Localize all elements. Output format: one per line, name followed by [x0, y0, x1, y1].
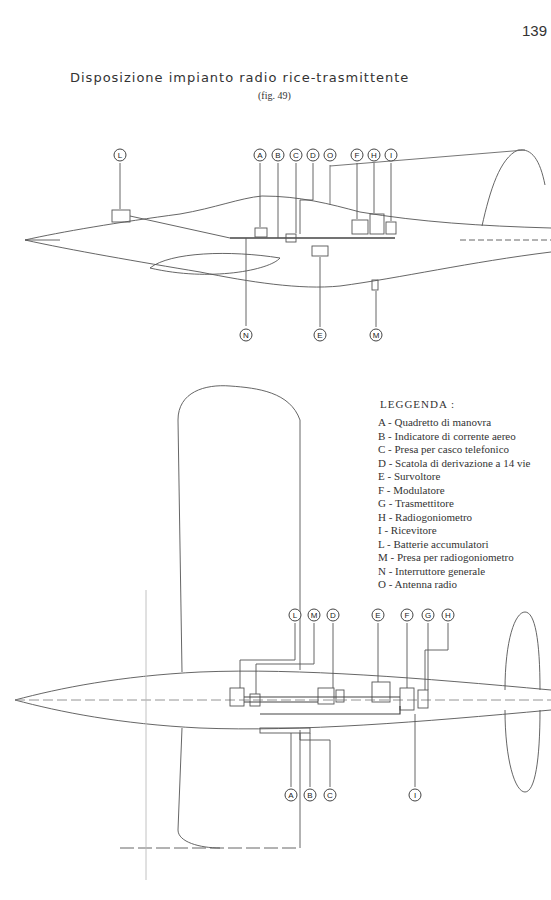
battery-box [112, 210, 130, 222]
device-box [250, 694, 260, 706]
dfinder-socket [372, 280, 378, 290]
leader-line [120, 163, 391, 327]
centre-line [15, 700, 551, 701]
legend-entry: C - Presa per casco telefonico [378, 443, 530, 457]
junction-box [286, 234, 296, 242]
control-panel [260, 728, 310, 733]
transmitter-box [352, 220, 368, 234]
legend-entry: L - Batterie accumulatori [378, 538, 530, 552]
tail-fin [482, 150, 545, 226]
fuselage-plan [15, 671, 551, 700]
legend-entry: O - Antenna radio [378, 578, 530, 592]
tailplane-plan [505, 612, 540, 792]
legend-entry: H - Radiogoniometro [378, 511, 530, 525]
callout-letter: B [272, 149, 285, 162]
wing-section [150, 253, 280, 274]
callout-letter: G [422, 609, 435, 622]
legend-entry: E - Survoltore [378, 470, 530, 484]
legend-entry: F - Modulatore [378, 484, 530, 498]
callout-letter: I [409, 789, 422, 802]
modulator-box [372, 682, 390, 702]
callout-letter: C [324, 789, 337, 802]
title: Disposizione impianto radio rice-trasmit… [70, 70, 409, 85]
tailplane [460, 240, 551, 241]
battery-box [230, 688, 244, 706]
callout-letter: D [307, 149, 320, 162]
nose-line [25, 240, 60, 241]
legend-entry: B - Indicatore di corrente aereo [378, 430, 530, 444]
junction-box [318, 688, 334, 704]
wire [130, 216, 246, 326]
legend-entry: A - Quadretto di manovra [378, 416, 530, 430]
callout-letter: N [240, 329, 253, 342]
fuselage-outline [25, 196, 551, 240]
control-panel [255, 228, 267, 237]
page-number: 139 [522, 22, 547, 39]
callout-letter: H [368, 149, 381, 162]
legend-heading: LEGGENDA : [380, 398, 455, 410]
receiver-box [370, 214, 384, 234]
callout-letter: L [289, 609, 302, 622]
legend-entry: N - Interruttore generale [378, 565, 530, 579]
callout-letter: L [114, 149, 127, 162]
legend: A - Quadretto di manovraB - Indicatore d… [378, 416, 530, 592]
callout-letter: E [372, 609, 385, 622]
legend-entry: G - Trasmettitore [378, 497, 530, 511]
transmitter-box [400, 688, 414, 710]
page-edge-line [146, 590, 147, 880]
cable-run [230, 237, 395, 238]
legend-entry: D - Scatola di derivazione a 14 vie [378, 457, 530, 471]
receiver-box [418, 690, 428, 708]
callout-letter: O [324, 149, 337, 162]
callout-letter: B [304, 789, 317, 802]
dynamotor [336, 690, 344, 702]
leader-line [291, 714, 415, 787]
fuselage-outline [25, 240, 551, 287]
cable-run [244, 697, 400, 714]
callout-letter: A [285, 789, 298, 802]
callout-letter: F [351, 149, 364, 162]
dynamotor [312, 246, 328, 256]
wing-cut-line [120, 848, 300, 849]
leader-line [240, 623, 448, 694]
callout-letter: H [442, 609, 455, 622]
legend-entry: I - Ricevitore [378, 524, 530, 538]
callout-letter: A [254, 149, 267, 162]
wing-plan [178, 728, 300, 848]
callout-letter: C [290, 149, 303, 162]
callout-letter: F [401, 609, 414, 622]
callout-letter: E [314, 329, 327, 342]
callout-letter: M [370, 329, 383, 342]
dfinder-box [386, 222, 396, 234]
callout-letter: I [385, 149, 398, 162]
callout-letter: M [308, 609, 321, 622]
callout-letter: D [327, 609, 340, 622]
figure-number: (fig. 49) [258, 90, 291, 101]
wing-plan [178, 386, 300, 672]
legend-entry: M - Presa per radiogoniometro [378, 551, 530, 565]
